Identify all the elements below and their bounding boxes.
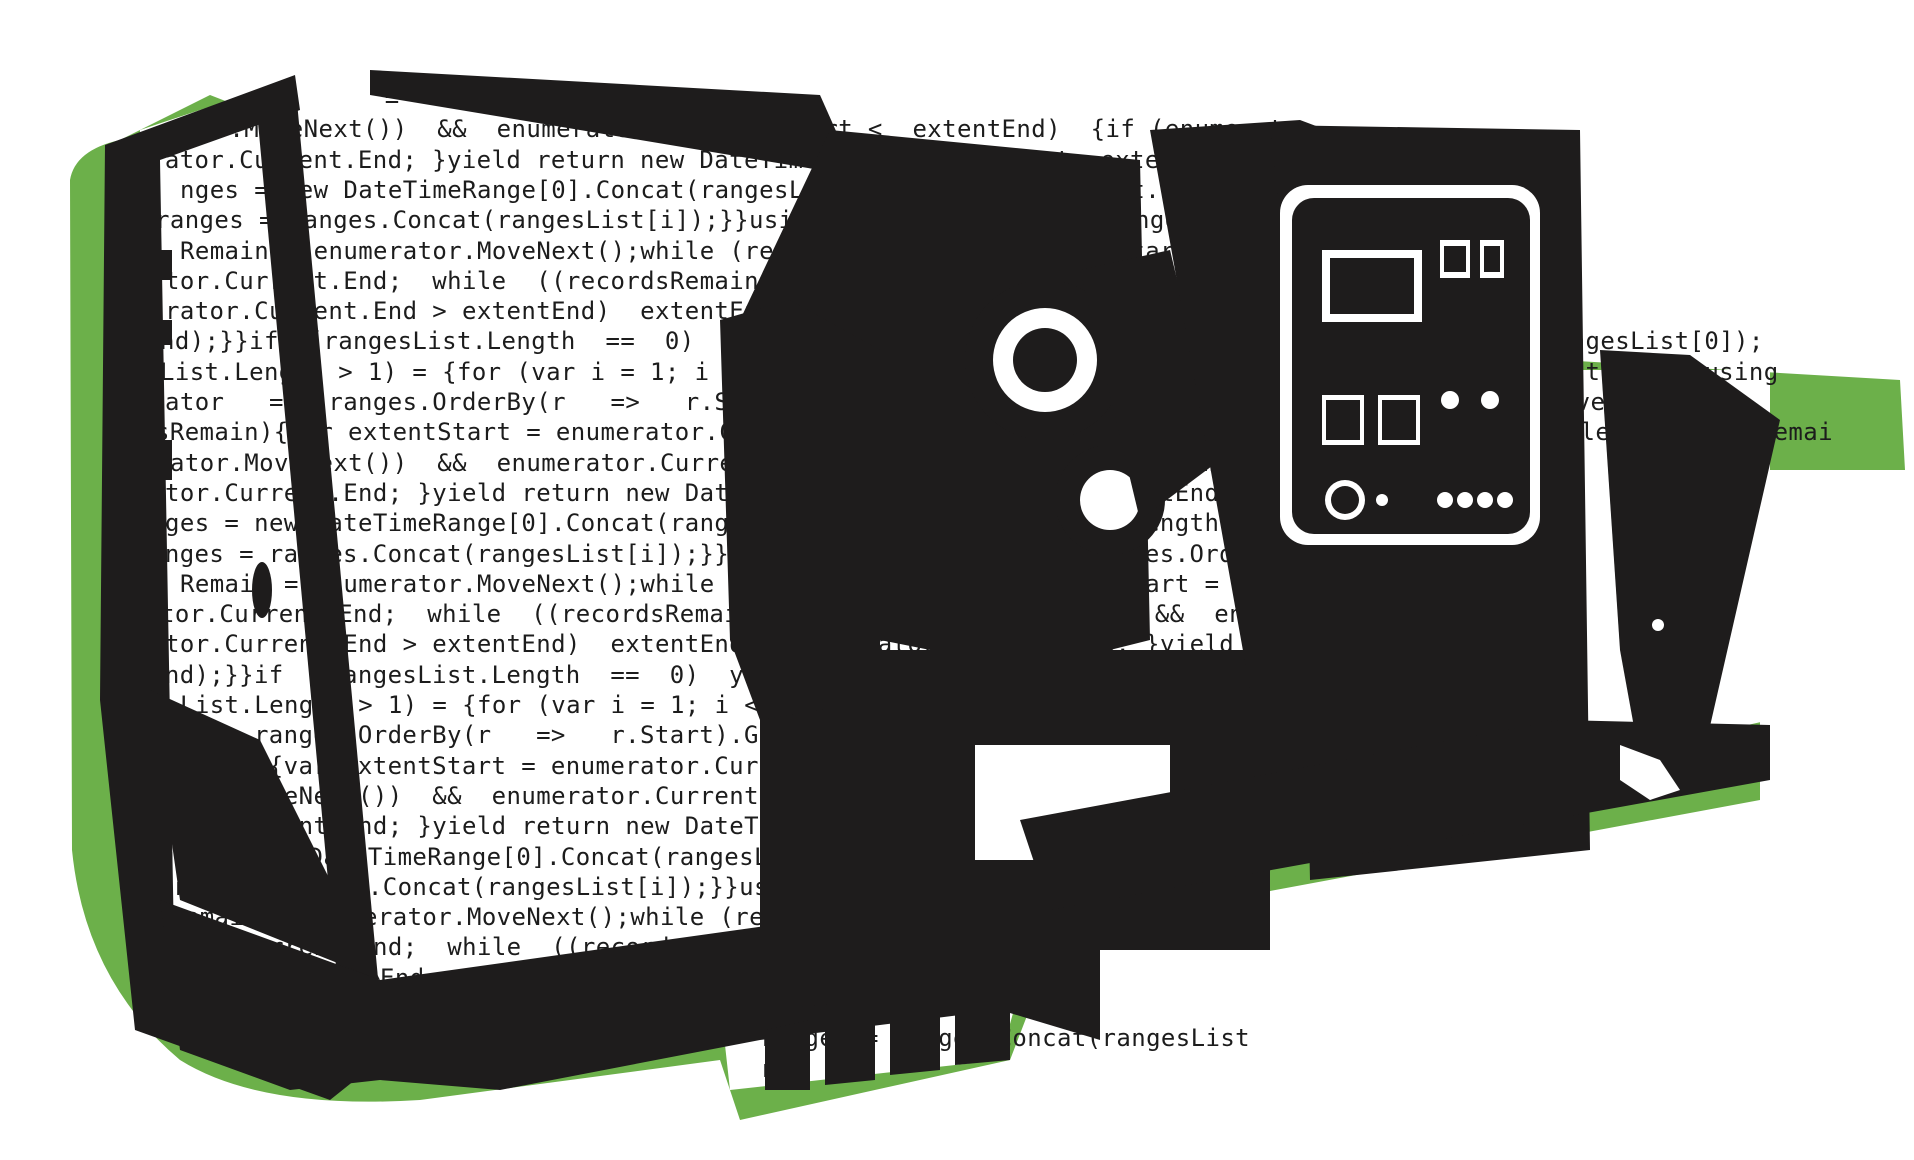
- lathe-illustration: = enumerator.Current.ator.MoveNext()) &&…: [70, 70, 1905, 1120]
- lathe-silhouette: [100, 70, 1780, 1100]
